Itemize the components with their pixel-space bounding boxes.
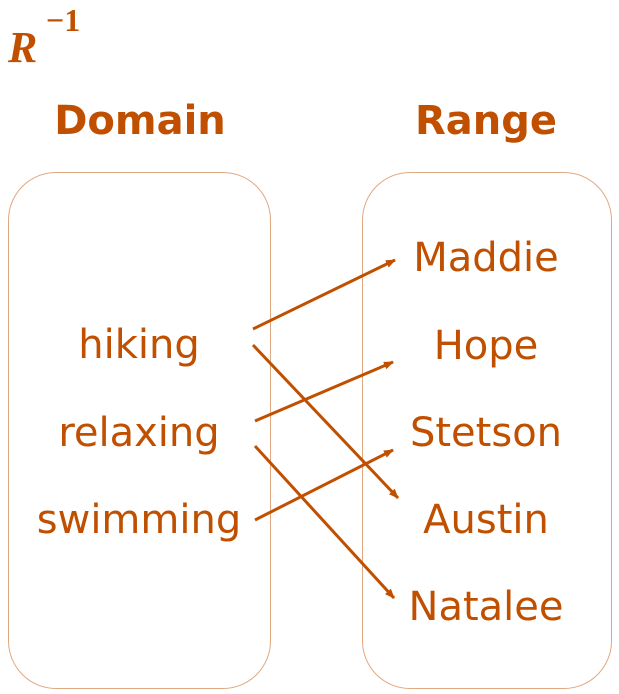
arrow-relaxing-natalee xyxy=(253,444,396,600)
domain-heading: Domain xyxy=(54,98,226,144)
relation-symbol: R xyxy=(8,23,38,72)
range-item: Hope xyxy=(433,323,539,369)
range-item: Stetson xyxy=(409,410,563,456)
arrow-relaxing-hope xyxy=(254,360,394,423)
domain-item: swimming xyxy=(36,497,242,543)
range-item: Natalee xyxy=(408,584,564,630)
inverse-superscript: −1 xyxy=(46,2,81,38)
domain-item: relaxing xyxy=(58,410,220,456)
domain-item: hiking xyxy=(78,322,200,368)
arrow-hiking-maddie xyxy=(252,258,396,331)
range-heading: Range xyxy=(414,98,558,144)
range-box xyxy=(362,172,612,689)
arrow-swimming-stetson xyxy=(254,448,394,522)
range-item: Maddie xyxy=(413,235,559,281)
arrow-hiking-austin xyxy=(251,343,400,500)
domain-box xyxy=(8,172,271,689)
range-item: Austin xyxy=(423,497,549,543)
